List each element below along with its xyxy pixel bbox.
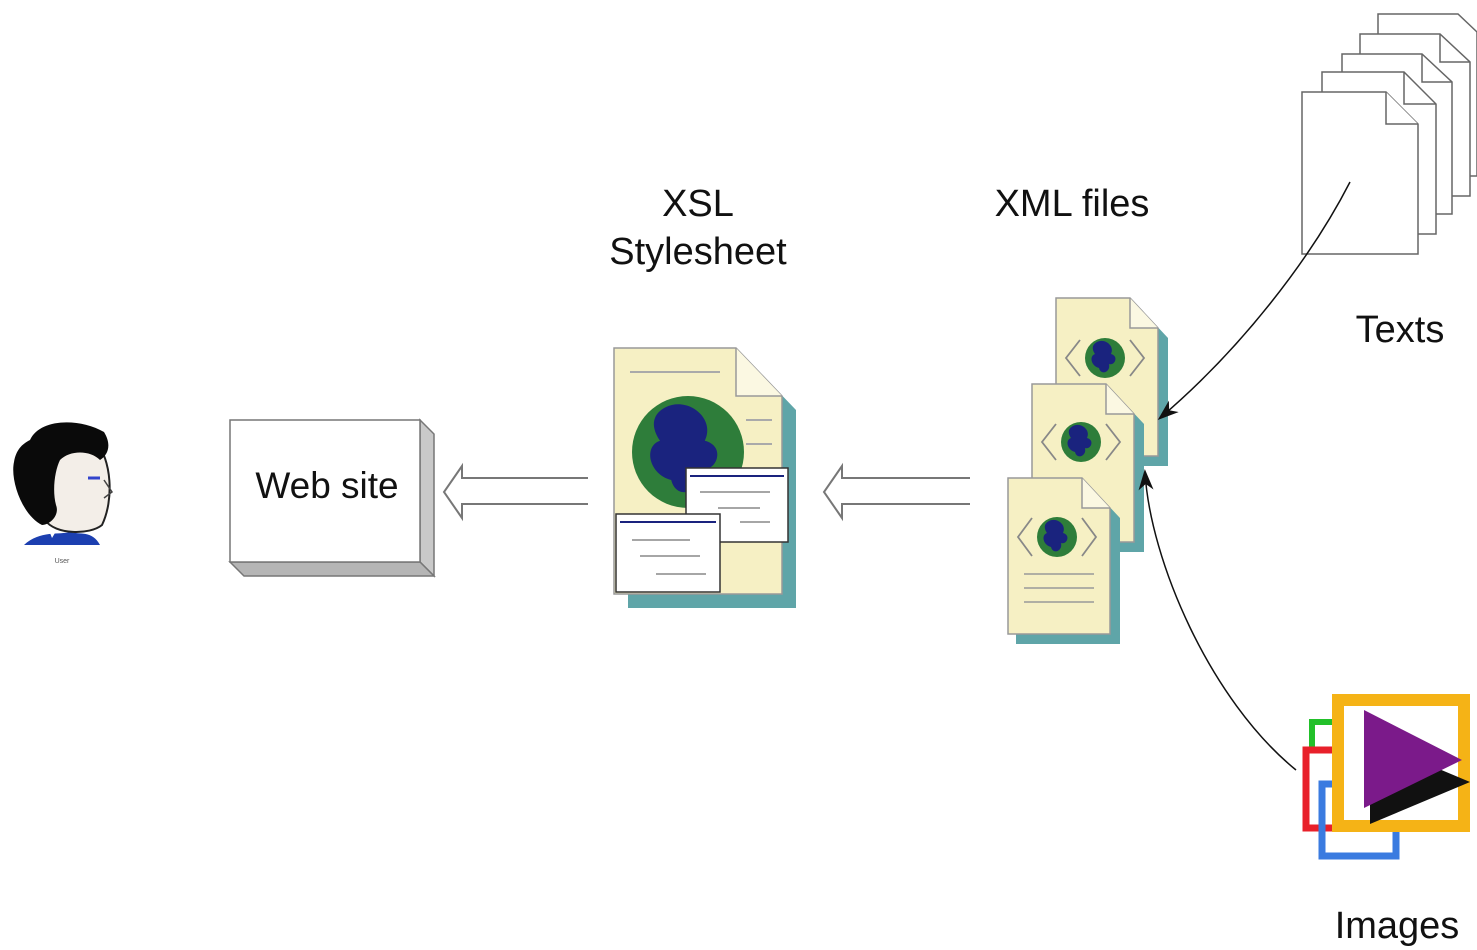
- xml-files-label: XML files: [994, 183, 1150, 225]
- xml-files-stack: [1007, 297, 1168, 644]
- text-document-icon: [1301, 13, 1477, 255]
- xml-file-icon: [1007, 477, 1120, 644]
- images-to-xml-connector: [1138, 469, 1297, 771]
- user-label: User: [54, 558, 70, 565]
- texts-to-xml-connector: [1157, 181, 1351, 420]
- web-site-box: [228, 418, 436, 578]
- images-label: Images: [1334, 905, 1460, 947]
- xsl-stylesheet-label: XSL Stylesheet: [580, 180, 816, 276]
- xsl-label-line1: XSL: [662, 183, 734, 225]
- user-icon: [13, 422, 114, 545]
- xsl-stylesheet-icon: [613, 347, 796, 608]
- media-images-icon: [1302, 694, 1470, 860]
- texts-label: Texts: [1355, 309, 1445, 351]
- web-site-label: Web site: [255, 465, 399, 506]
- hollow-arrow-icon: [822, 462, 970, 522]
- xsl-label-line2: Stylesheet: [609, 231, 787, 273]
- hollow-arrow-icon: [442, 462, 588, 522]
